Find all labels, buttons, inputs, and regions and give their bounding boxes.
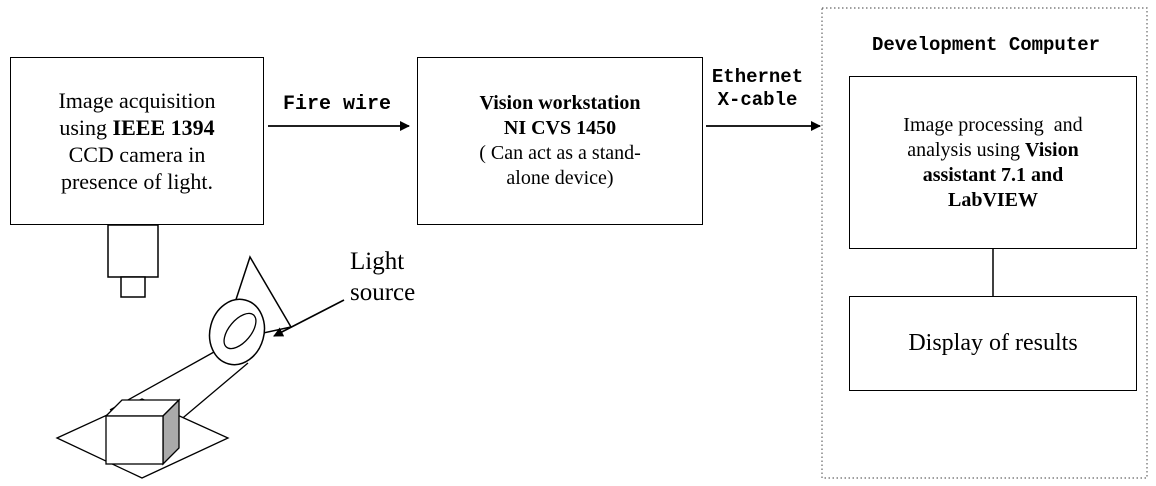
- dev-computer-title: Development Computer: [872, 34, 1101, 56]
- light-pointer-arrow: [273, 299, 345, 337]
- acquisition-line3: CCD camera in: [68, 142, 206, 167]
- light-label-line2: source: [350, 279, 416, 306]
- camera-body: [107, 224, 159, 278]
- results-label: Display of results: [908, 330, 1078, 356]
- vision-line4: alone device): [506, 167, 614, 189]
- camera-lens: [120, 276, 146, 298]
- firewire-label: Fire wire: [283, 93, 392, 116]
- vision-workstation-box: Vision workstation NI CVS 1450 ( Can act…: [417, 57, 703, 225]
- lamp-ring-outer: [208, 298, 266, 366]
- processing-line2-bold: Vision: [1025, 138, 1079, 161]
- processing-line4: LabVIEW: [947, 188, 1039, 211]
- ethernet-label: Ethernet X-cable: [710, 66, 805, 112]
- acquisition-line1: Image acquisition: [58, 88, 216, 113]
- acquisition-line4: presence of light.: [60, 169, 214, 194]
- results-box: Display of results: [849, 296, 1137, 391]
- processing-line2: analysis using Vision: [907, 138, 1079, 163]
- acquisition-line2-prefix: using: [59, 115, 113, 140]
- vision-line2: NI CVS 1450: [503, 117, 617, 139]
- processing-line2-prefix: analysis using: [907, 138, 1026, 161]
- vision-line1: Vision workstation: [479, 92, 641, 114]
- lamp-ring-inner: [223, 312, 257, 350]
- processing-line1: Image processing and: [903, 113, 1083, 136]
- processing-box: Image processing and analysis using Visi…: [849, 76, 1137, 249]
- cube-front: [105, 415, 164, 465]
- vision-line3: ( Can act as a stand-: [479, 142, 641, 164]
- processing-line3: assistant 7.1 and: [922, 163, 1064, 186]
- beam-line-right: [177, 362, 249, 423]
- ethernet-line2: X-cable: [717, 89, 798, 111]
- ethernet-line1: Ethernet: [711, 66, 804, 88]
- acquisition-box: Image acquisition using IEEE 1394 CCD ca…: [10, 57, 264, 225]
- dev-computer-container: [821, 7, 1148, 479]
- light-source-label: Light source: [350, 246, 415, 308]
- camera-standard: IEEE 1394: [112, 115, 215, 140]
- acquisition-line2: using IEEE 1394: [59, 114, 214, 141]
- light-label-line1: Light: [350, 248, 405, 275]
